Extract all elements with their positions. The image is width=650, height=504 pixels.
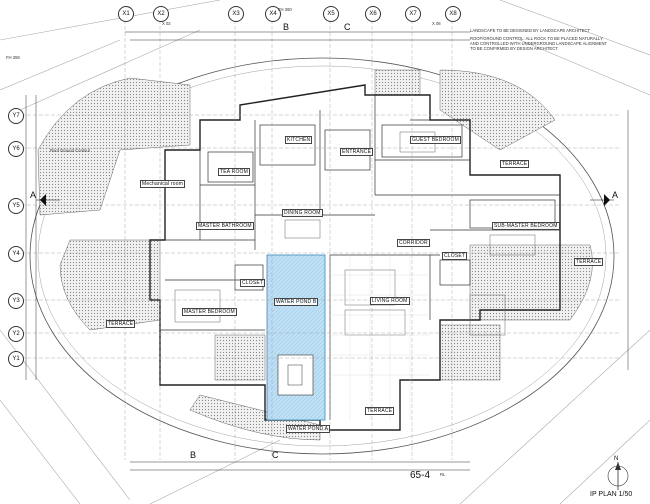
section-mark-b-bottom: B xyxy=(190,450,197,460)
room-tea-room: TEA ROOM xyxy=(218,168,250,176)
landscape-note-2: ROOF/GROUND CONTROL: ALL ROCK TO BE PLAC… xyxy=(470,36,603,41)
room-corridor: CORRIDOR xyxy=(397,239,430,247)
section-mark-a-left: A xyxy=(30,190,37,200)
grid-bubble-y3: Y3 xyxy=(8,293,24,309)
room-guest-bedroom: GUEST BEDROOM xyxy=(410,136,461,144)
floor-grid xyxy=(330,255,430,420)
landscape-note-3: AND CONTROLLED WITH UNDERGROUND LANDSCAP… xyxy=(470,41,608,46)
grid-sub-label-x08: X 08 xyxy=(432,21,441,26)
north-arrow-icon xyxy=(607,462,629,490)
level-label: 65-4 xyxy=(410,470,431,481)
grid-bubble-y1: Y1 xyxy=(8,351,24,367)
section-mark-a-right: A xyxy=(612,190,619,200)
grid-bubble-y5: Y5 xyxy=(8,198,24,214)
room-living-room: LIVING ROOM xyxy=(370,297,410,305)
room-master-bedroom: MASTER BEDROOM xyxy=(182,308,237,316)
dimension-lines xyxy=(25,31,629,471)
oval-outline xyxy=(29,57,615,455)
grid-bubble-x4: X4 xyxy=(265,6,281,22)
grid-bubble-x5: X5 xyxy=(323,6,339,22)
room-terrace-s: TERRACE xyxy=(365,407,395,415)
grid-bubble-y7: Y7 xyxy=(8,108,24,124)
room-terrace-ne: TERRACE xyxy=(500,160,530,168)
section-mark-c-bottom: C xyxy=(272,450,279,460)
landscape-note-4: TO BE CONFIRMED BY DESIGN ARCHITECT xyxy=(470,46,558,51)
room-water-pond-b: WATER POND B xyxy=(274,298,319,306)
section-mark-b-top: B xyxy=(283,22,290,32)
grid-bubble-x3: X3 xyxy=(228,6,244,22)
room-sub-master-bedroom: SUB-MASTER BEDROOM xyxy=(492,222,560,230)
grid-sub-label-fh360: FH 360 xyxy=(278,7,292,12)
roof-ground-note: Roof Ground Contour xyxy=(50,148,91,153)
room-closet-e: CLOSET xyxy=(442,252,468,260)
stepping-platform xyxy=(277,354,314,396)
grid-bubble-y2: Y2 xyxy=(8,326,24,342)
level-sub-label: RL xyxy=(440,472,446,477)
grid-bubble-x7: X7 xyxy=(405,6,421,22)
section-mark-c-top: C xyxy=(344,22,351,32)
landscape-note-1: LANDSCAPE TO BE DESIGNED BY LANDSCAPE AR… xyxy=(470,28,591,33)
grid-bubble-x8: X8 xyxy=(445,6,461,22)
north-label: N xyxy=(614,456,619,462)
grid-sub-label-fh359: FH 359 xyxy=(6,55,20,60)
room-terrace-e: TERRACE xyxy=(574,258,604,266)
grid-sub-label-x02: X 02 xyxy=(162,21,171,26)
room-dining-room: DINING ROOM xyxy=(282,209,323,217)
room-closet-w: CLOSET xyxy=(240,279,266,287)
room-kitchen: KITCHEN xyxy=(285,136,313,144)
planting-beds xyxy=(37,69,593,441)
room-mechanical: Mechanical room xyxy=(140,180,186,188)
room-terrace-w: TERRACE xyxy=(106,320,136,328)
room-master-bathroom: MASTER BATHROOM xyxy=(196,222,254,230)
grid-bubble-y4: Y4 xyxy=(8,246,24,262)
plan-title: IP PLAN 1/50 xyxy=(590,491,633,498)
grid-bubble-x6: X6 xyxy=(365,6,381,22)
grid-bubble-y6: Y6 xyxy=(8,141,24,157)
grid-bubble-x2: X2 xyxy=(153,6,169,22)
room-entrance: ENTRANCE xyxy=(340,148,374,156)
grid-bubble-x1: X1 xyxy=(118,6,134,22)
room-water-pond-a: WATER POND A xyxy=(286,425,331,433)
